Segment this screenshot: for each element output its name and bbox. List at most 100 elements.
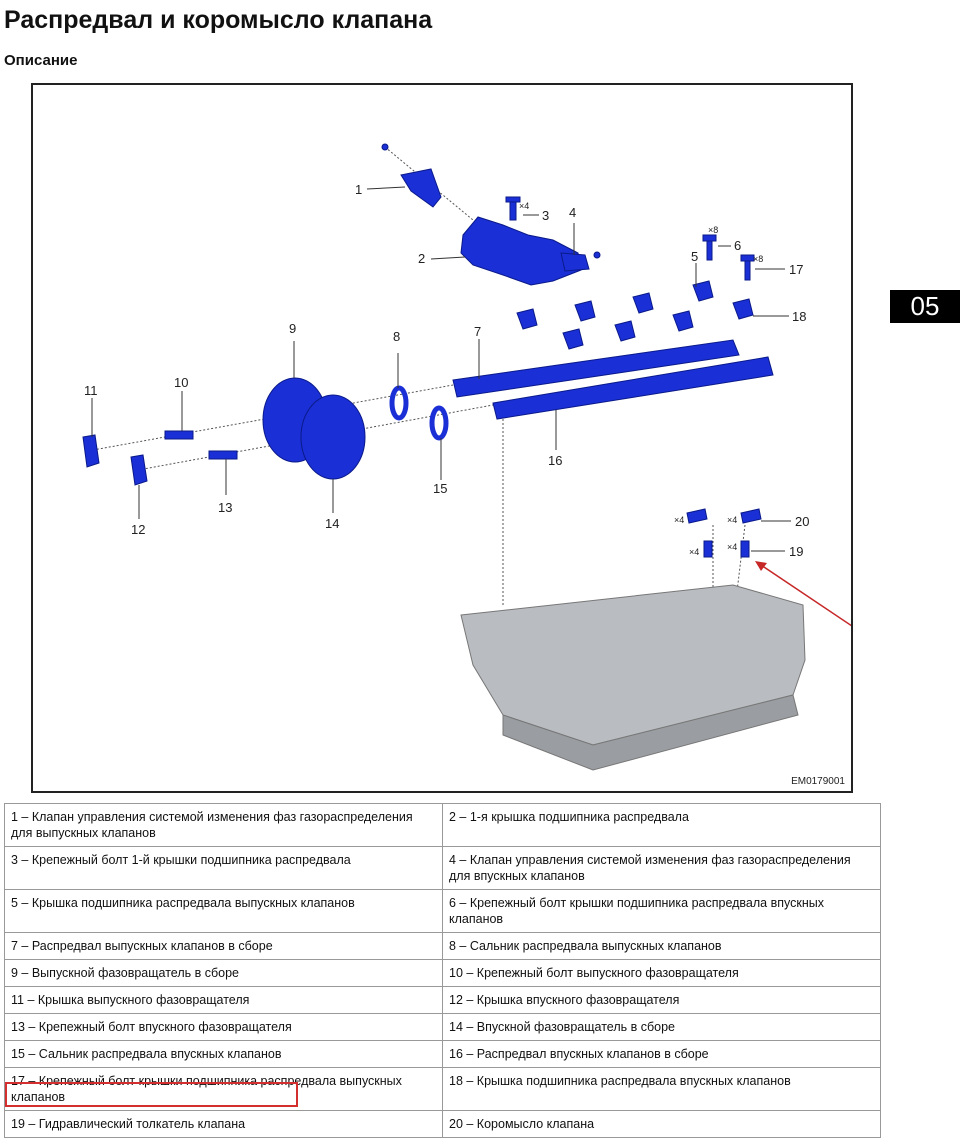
part-8-oil-seal [389, 385, 409, 421]
part-20-rocker-a [686, 508, 708, 524]
multiplier-tappet-a: ×4 [689, 547, 699, 557]
part-15-oil-seal [429, 405, 449, 441]
legend-row: 17 – Крепежный болт крышки подшипника ра… [4, 1067, 881, 1111]
legend-cell: 9 – Выпускной фазовращатель в сборе [4, 959, 443, 987]
callout-6: 6 [734, 238, 741, 253]
part-4-pin [593, 251, 601, 259]
legend-cell: 17 – Крепежный болт крышки подшипника ра… [4, 1067, 443, 1111]
legend-row: 3 – Крепежный болт 1-й крышки подшипника… [4, 846, 881, 890]
part-3-bolt [509, 199, 517, 221]
bearing-cap-b [574, 300, 596, 322]
part-17-bolt-head [740, 254, 755, 262]
legend-cell: 6 – Крепежный болт крышки подшипника рас… [442, 889, 881, 933]
part-5-bearing-cap [692, 280, 714, 302]
exploded-diagram: 1 2 3 4 5 6 7 8 9 10 11 12 13 14 15 16 1… [31, 83, 853, 793]
legend-cell: 20 – Коромысло клапана [442, 1110, 881, 1138]
part-7-exhaust-camshaft [452, 339, 740, 398]
callout-15: 15 [433, 481, 447, 496]
callout-5: 5 [691, 249, 698, 264]
bearing-cap-f [672, 310, 694, 332]
legend-row: 7 – Распредвал выпускных клапанов в сбор… [4, 932, 881, 960]
callout-10: 10 [174, 375, 188, 390]
callout-20: 20 [795, 514, 809, 529]
legend-cell: 12 – Крышка впускного фазовращателя [442, 986, 881, 1014]
part-1-pin [381, 143, 389, 151]
bearing-cap-e [614, 320, 636, 342]
part-6-bolt-head [702, 234, 717, 242]
part-4-control-valve [560, 252, 590, 272]
callout-7: 7 [474, 324, 481, 339]
bearing-cap-d [562, 328, 584, 350]
red-arrow-head-icon [755, 561, 767, 571]
cylinder-head-side [502, 694, 799, 771]
callout-8: 8 [393, 329, 400, 344]
legend-cell: 19 – Гидравлический толкатель клапана [4, 1110, 443, 1138]
parts-legend-table: 1 – Клапан управления системой изменения… [4, 803, 881, 1138]
legend-cell: 14 – Впускной фазовращатель в сборе [442, 1013, 881, 1041]
part-12-cover [130, 454, 148, 486]
red-pointer-arrow [760, 564, 851, 627]
part-19-tappet-b [740, 540, 750, 558]
callout-19: 19 [789, 544, 803, 559]
legend-cell: 5 – Крышка подшипника распредвала выпуск… [4, 889, 443, 933]
part-2-bearing-cap [460, 216, 582, 286]
legend-row: 15 – Сальник распредвала впускных клапан… [4, 1040, 881, 1068]
part-10-bolt [164, 430, 194, 440]
callout-4: 4 [569, 205, 576, 220]
leader-2 [430, 256, 466, 260]
bearing-cap-c [632, 292, 654, 314]
legend-cell: 18 – Крышка подшипника распредвала впуск… [442, 1067, 881, 1111]
multiplier-rocker-b: ×4 [727, 515, 737, 525]
multiplier-tappet-b: ×4 [727, 542, 737, 552]
callout-2: 2 [418, 251, 425, 266]
callout-11: 11 [84, 383, 98, 398]
callout-12: 12 [131, 522, 145, 537]
multiplier-rocker-a: ×4 [674, 515, 684, 525]
part-11-cover [82, 434, 100, 468]
part-1-control-valve [400, 168, 442, 208]
legend-row: 1 – Клапан управления системой изменения… [4, 803, 881, 847]
legend-row: 5 – Крышка подшипника распредвала выпуск… [4, 889, 881, 933]
callout-16: 16 [548, 453, 562, 468]
part-18-bearing-cap [732, 298, 754, 320]
figure-code: EM0179001 [791, 776, 845, 787]
callout-3: 3 [542, 208, 549, 223]
multiplier-part-17: ×8 [753, 254, 763, 264]
bearing-cap-a [516, 308, 538, 330]
legend-cell: 16 – Распредвал впускных клапанов в сбор… [442, 1040, 881, 1068]
part-17-bolt [744, 259, 751, 281]
callout-9: 9 [289, 321, 296, 336]
legend-cell: 11 – Крышка выпускного фазовращателя [4, 986, 443, 1014]
legend-cell: 10 – Крепежный болт выпускного фазовраща… [442, 959, 881, 987]
callout-18: 18 [792, 309, 806, 324]
diagram-canvas: 1 2 3 4 5 6 7 8 9 10 11 12 13 14 15 16 1… [82, 143, 851, 771]
page-title: Распредвал и коромысло клапана [4, 6, 433, 34]
legend-cell: 15 – Сальник распредвала впускных клапан… [4, 1040, 443, 1068]
legend-cell: 3 – Крепежный болт 1-й крышки подшипника… [4, 846, 443, 890]
callout-13: 13 [218, 500, 232, 515]
part-20-rocker-b [740, 508, 762, 524]
legend-cell: 4 – Клапан управления системой изменения… [442, 846, 881, 890]
legend-cell: 7 – Распредвал выпускных клапанов в сбор… [4, 932, 443, 960]
part-3-bolt-head [505, 196, 521, 203]
callout-1: 1 [355, 182, 362, 197]
legend-cell: 1 – Клапан управления системой изменения… [4, 803, 443, 847]
leader-1 [366, 186, 406, 190]
part-16-intake-camshaft [492, 356, 774, 420]
part-14-intake-phaser [300, 394, 366, 480]
legend-row: 13 – Крепежный болт впускного фазовращат… [4, 1013, 881, 1041]
section-tab: 05 [890, 290, 960, 323]
legend-cell: 2 – 1-я крышка подшипника распредвала [442, 803, 881, 847]
legend-cell: 8 – Сальник распредвала выпускных клапан… [442, 932, 881, 960]
multiplier-part-6: ×8 [708, 225, 718, 235]
callout-17: 17 [789, 262, 803, 277]
part-6-bolt [706, 239, 713, 261]
callout-14: 14 [325, 516, 339, 531]
part-19-tappet-a [703, 540, 713, 558]
part-13-bolt [208, 450, 238, 460]
legend-cell: 13 – Крепежный болт впускного фазовращат… [4, 1013, 443, 1041]
section-subtitle: Описание [4, 52, 78, 69]
